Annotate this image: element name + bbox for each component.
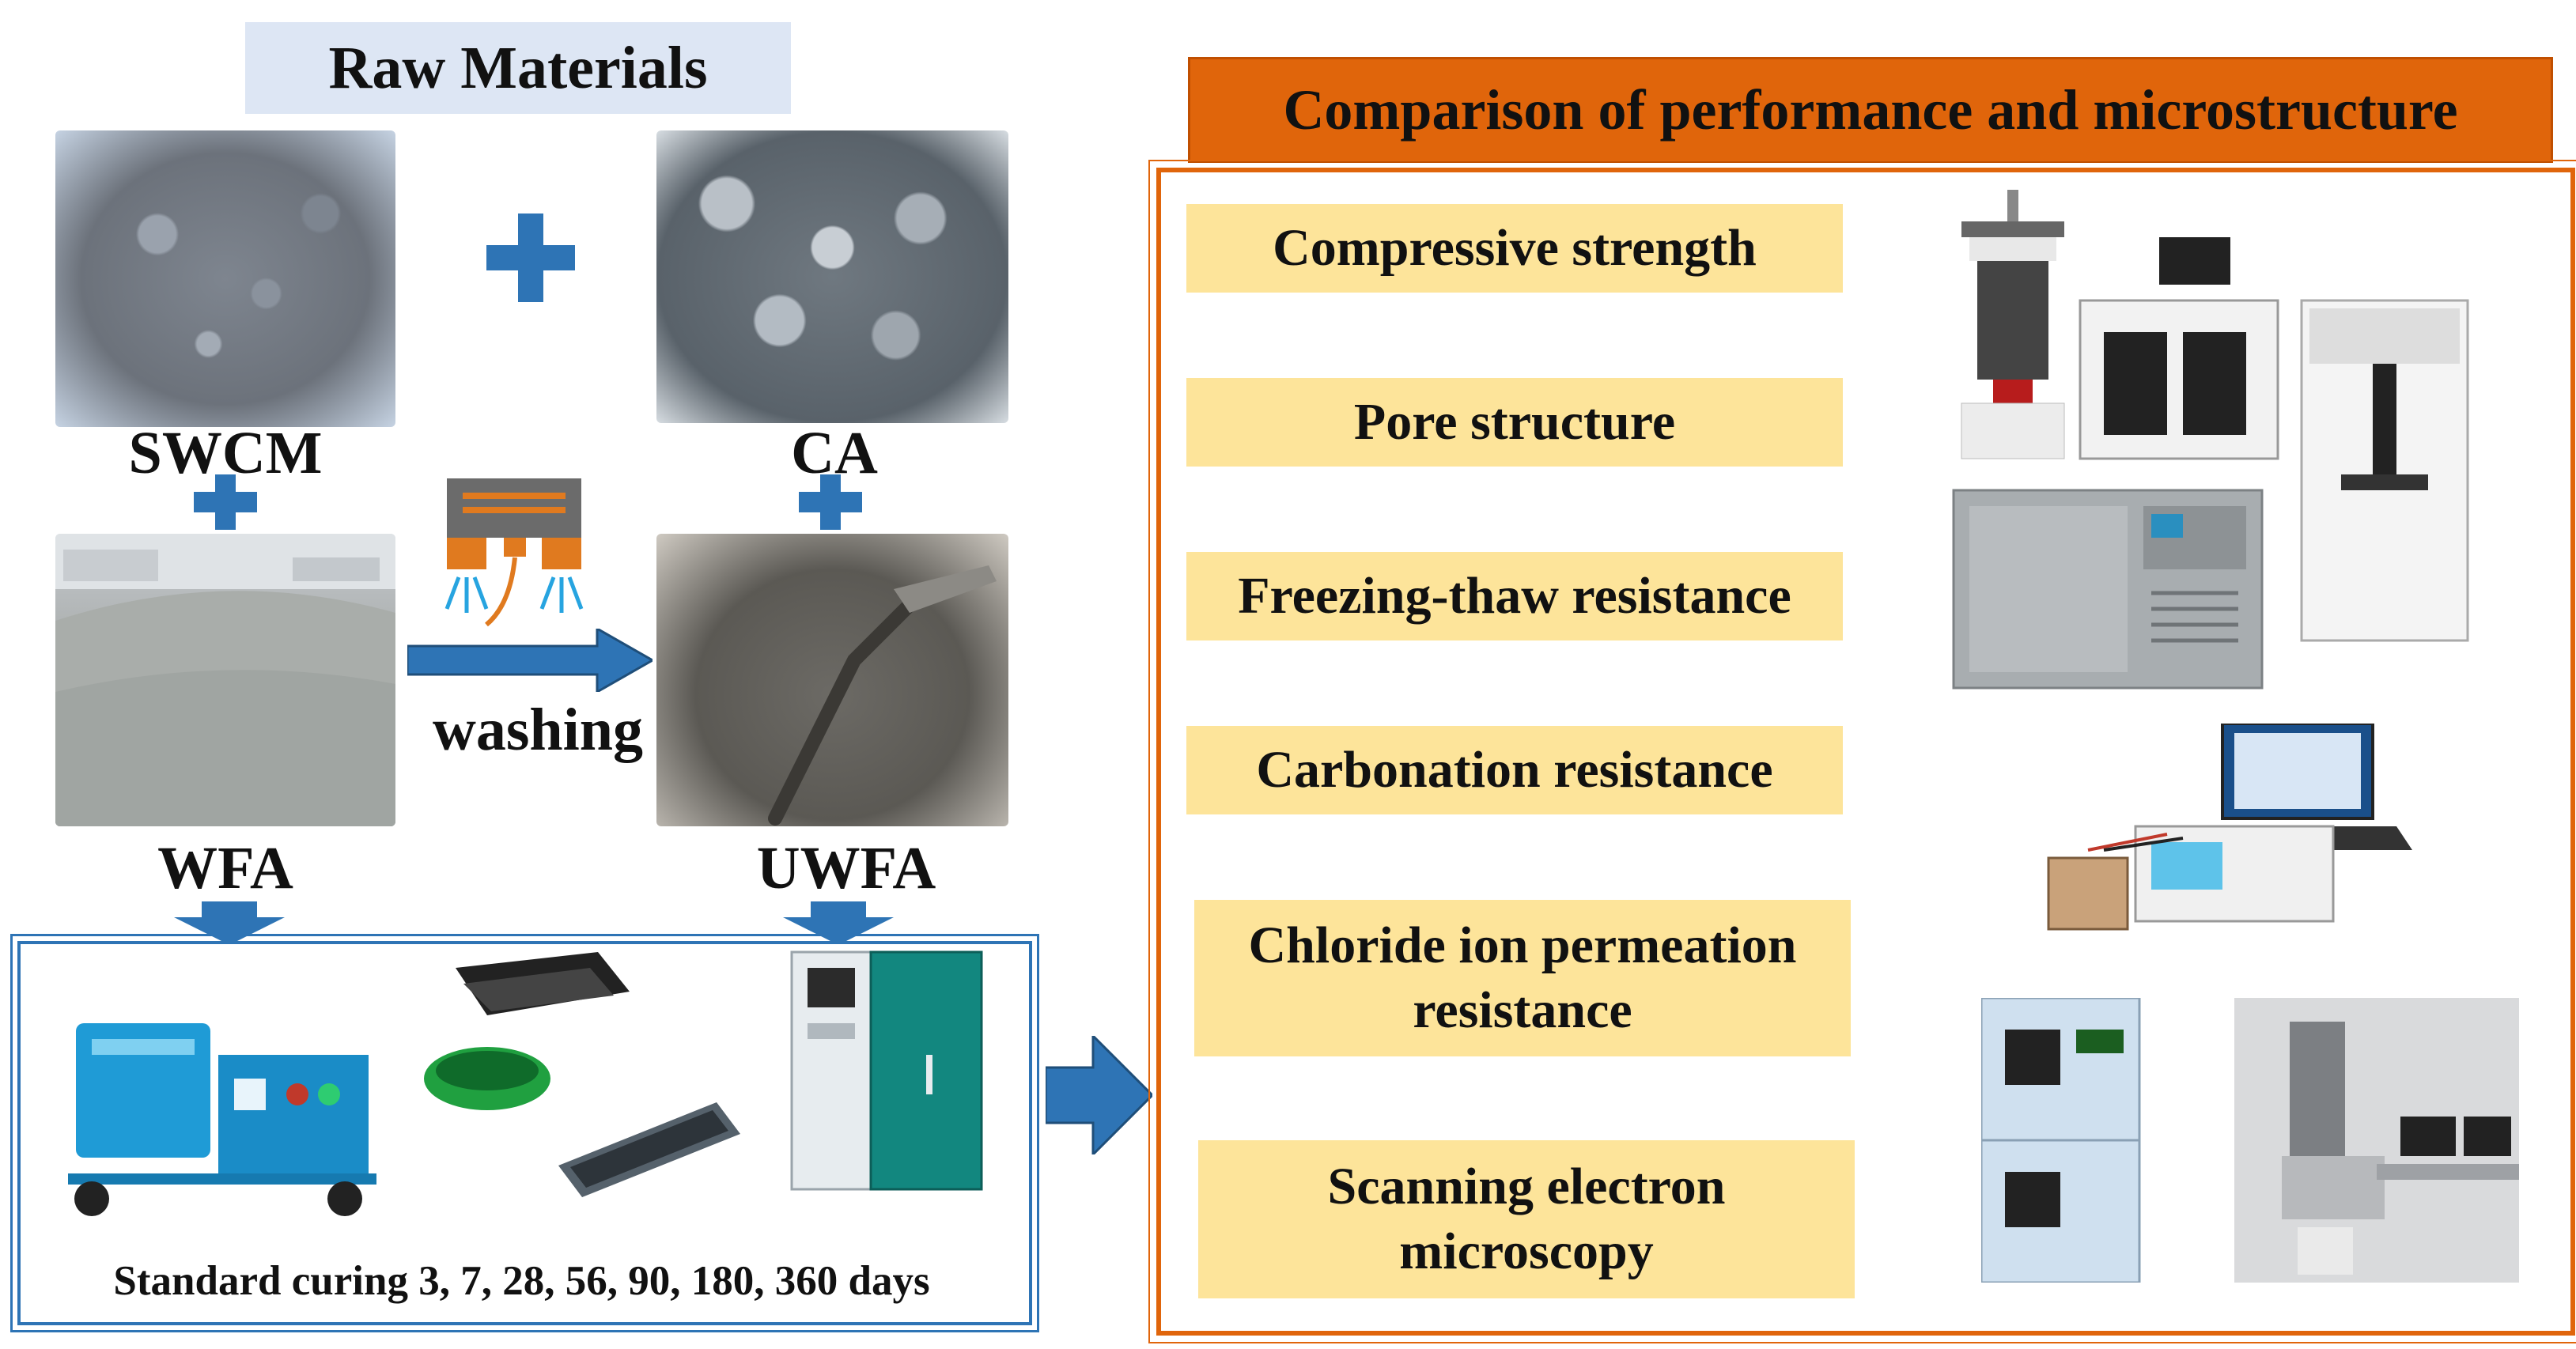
uwfa-shovel [768,565,997,826]
down-arrow-icon [174,901,285,945]
chloride-test-equipment-icon [2047,724,2412,931]
preparation-box [10,934,1039,1332]
curing-cabinet-icon [790,950,983,1191]
mixer-icon [68,1023,376,1216]
washing-arrow-icon [407,629,653,692]
right-arrow-icon [1046,1036,1152,1154]
comparison-box [1148,160,2576,1343]
testing-equipment-icon [1952,190,2469,690]
test-sem: Scanning electron microscopy [1198,1140,1855,1298]
plus-icon [194,474,257,530]
ca-photo [656,130,1008,423]
raw-materials-title: Raw Materials [245,22,791,114]
wfa-label: WFA [157,835,293,901]
carbonation-sem-equipment-icon [1981,998,2519,1283]
curing-schedule-text: Standard curing 3, 7, 28, 56, 90, 180, 3… [113,1258,930,1304]
washing-label: washing [432,697,644,763]
uwfa-label: UWFA [756,835,936,901]
plus-icon [486,213,575,302]
test-carbonation: Carbonation resistance [1186,726,1843,814]
wfa-texture [55,534,395,826]
plus-icon [799,474,862,530]
test-compressive-strength: Compressive strength [1186,204,1843,293]
down-arrow-icon [783,901,894,945]
swcm-photo [55,130,395,427]
washing-device-icon [444,478,584,627]
uwfa-photo [656,534,1008,826]
test-chloride-permeation: Chloride ion permeation resistance [1194,900,1851,1056]
comparison-title: Comparison of performance and microstruc… [1188,57,2553,163]
molds-icon [424,952,740,1197]
wfa-photo [55,534,395,826]
test-freeze-thaw: Freezing-thaw resistance [1186,552,1843,640]
test-pore-structure: Pore structure [1186,378,1843,467]
